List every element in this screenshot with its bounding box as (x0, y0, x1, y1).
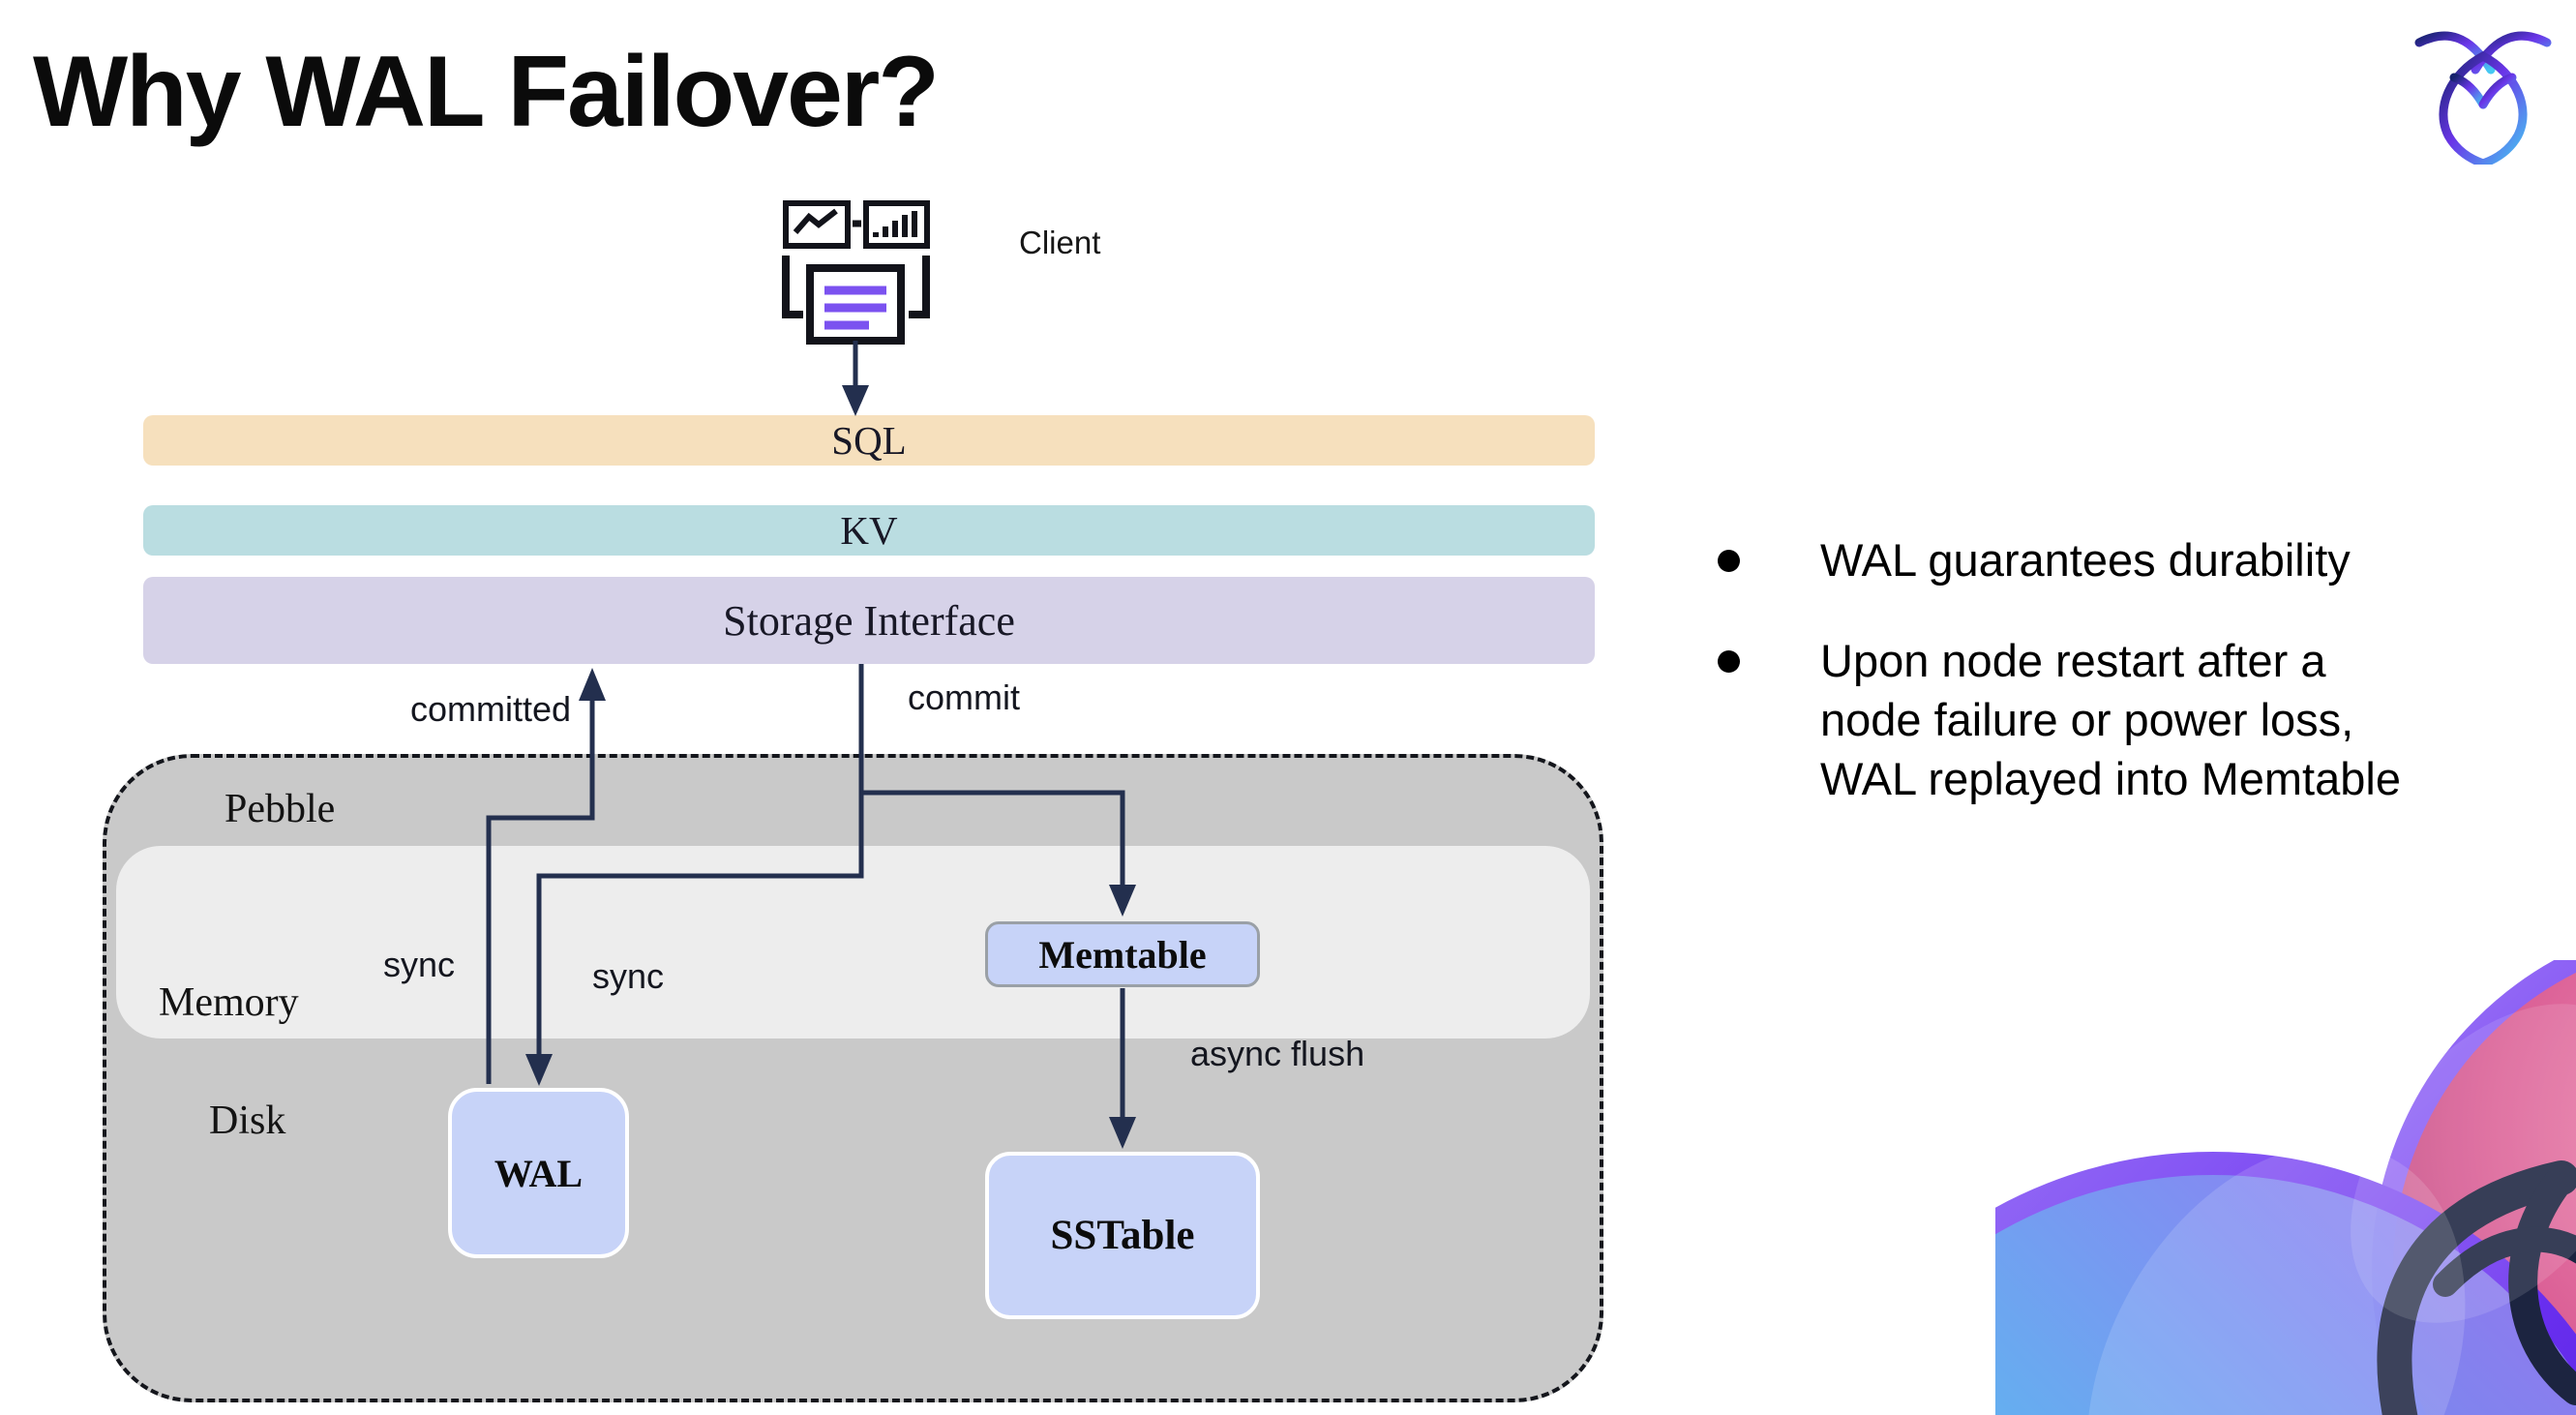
client-label: Client (1019, 225, 1101, 260)
sstable-box-label: SSTable (1050, 1213, 1195, 1258)
arrowhead-into-storage (579, 668, 606, 701)
bullet-dot (1718, 550, 1740, 572)
bullet-line: WAL replayed into Memtable (1820, 753, 2401, 804)
brand-roach-strokes (2377, 1160, 2576, 1415)
bullet-list: WAL guarantees durability Upon node rest… (1718, 530, 2492, 850)
memory-band (116, 846, 1590, 1039)
committed-label: committed (410, 689, 572, 729)
sync-wal-label: sync (383, 945, 456, 984)
sync-commit-label: sync (592, 956, 665, 996)
brand-highlight (2086, 1144, 2466, 1415)
arrowhead-into-sql (842, 385, 869, 416)
sstable-box: SSTable (985, 1152, 1260, 1319)
disk-label: Disk (209, 1099, 286, 1143)
wal-box-label: WAL (494, 1151, 584, 1195)
layer-sql-label: SQL (831, 418, 907, 463)
bullet-item: WAL guarantees durability (1718, 530, 2492, 589)
document-lines-icon (824, 286, 886, 330)
bullet-line: WAL guarantees durability (1820, 534, 2351, 586)
bullet-item: Upon node restart after a node failure o… (1718, 631, 2492, 808)
layer-sql: SQL (143, 415, 1595, 466)
layer-kv: KV (143, 505, 1595, 556)
wal-box: WAL (448, 1088, 629, 1258)
bullet-line: Upon node restart after a (1820, 635, 2326, 686)
async-flush-label: async flush (1190, 1034, 1365, 1073)
commit-label: commit (908, 677, 1020, 717)
memtable-box-label: Memtable (1038, 932, 1207, 977)
pebble-label: Pebble (225, 787, 336, 831)
bullet-line: node failure or power loss, (1820, 694, 2354, 745)
client-devices-icon (782, 200, 930, 345)
layer-storage-label: Storage Interface (723, 596, 1015, 645)
brand-highlight (2351, 1004, 2576, 1323)
memory-label: Memory (159, 980, 299, 1025)
bullet-dot (1718, 650, 1740, 673)
cockroach-logo-icon (2414, 31, 2552, 165)
page-title: Why WAL Failover? (33, 36, 940, 148)
memtable-box: Memtable (985, 921, 1260, 987)
brand-art-graphic (1995, 960, 2576, 1415)
layer-storage-interface: Storage Interface (143, 577, 1595, 664)
layer-kv-label: KV (840, 508, 898, 553)
